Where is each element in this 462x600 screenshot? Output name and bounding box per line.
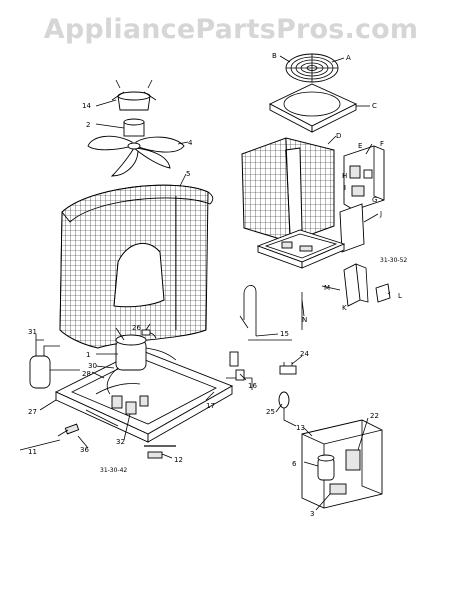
callout-2: 2 bbox=[86, 121, 90, 129]
callout-31: 31 bbox=[28, 328, 37, 336]
solenoid bbox=[278, 391, 297, 427]
callout-15: 15 bbox=[280, 330, 289, 338]
callout-6: 6 bbox=[292, 460, 297, 468]
callout-L: L bbox=[398, 292, 402, 300]
control-box bbox=[343, 145, 385, 211]
callout-G: G bbox=[372, 196, 377, 204]
fan-blade bbox=[87, 135, 185, 177]
callout-D: D bbox=[336, 132, 341, 140]
callout-H: H bbox=[342, 172, 347, 180]
leader-lines bbox=[19, 55, 391, 511]
callout-27: 27 bbox=[28, 408, 37, 416]
callout-11: 11 bbox=[28, 448, 37, 456]
mounting-bracket bbox=[343, 263, 369, 307]
condenser-coil bbox=[59, 184, 214, 349]
callout-K: K bbox=[342, 304, 347, 312]
compressor bbox=[106, 334, 177, 395]
callout-B: B bbox=[272, 52, 277, 60]
fan-hub bbox=[123, 118, 145, 137]
callout-E: E bbox=[358, 142, 362, 150]
callout-24: 24 bbox=[300, 350, 309, 358]
callout-36: 36 bbox=[80, 446, 89, 454]
reversing-valve bbox=[279, 362, 297, 375]
callout-1: 1 bbox=[86, 351, 90, 359]
callout-F: F bbox=[380, 140, 384, 148]
contactor bbox=[329, 449, 361, 495]
tube-fitting bbox=[144, 445, 176, 459]
top-panel bbox=[268, 83, 358, 133]
access-panel bbox=[339, 203, 365, 253]
outdoor-coil bbox=[241, 137, 335, 243]
sensor-assembly bbox=[226, 339, 292, 390]
callout-3: 3 bbox=[310, 510, 314, 518]
callout-25: 25 bbox=[266, 408, 275, 416]
callout-17: 17 bbox=[206, 402, 215, 410]
callout-14: 14 bbox=[82, 102, 91, 110]
cover-plate bbox=[375, 283, 391, 303]
callout-C: C bbox=[372, 102, 377, 110]
callout-26: 26 bbox=[132, 324, 141, 332]
base-tray bbox=[256, 229, 346, 269]
section-code-right: 31-30-52 bbox=[380, 257, 407, 264]
accumulator bbox=[29, 339, 80, 389]
callout-A: A bbox=[346, 54, 351, 62]
filter-drier bbox=[57, 423, 80, 437]
callout-4: 4 bbox=[188, 139, 193, 147]
callout-32: 32 bbox=[116, 438, 125, 446]
control-housing bbox=[301, 419, 383, 509]
callout-13: 13 bbox=[296, 424, 305, 432]
callout-M: M bbox=[324, 284, 330, 292]
callout-22: 22 bbox=[370, 412, 379, 420]
watermark: AppliancePartsPros.com bbox=[43, 14, 419, 45]
section-code-left: 31-30-42 bbox=[100, 467, 127, 474]
callout-28: 28 bbox=[82, 370, 91, 378]
callout-N: N bbox=[302, 316, 307, 324]
base-pan bbox=[54, 349, 234, 443]
callout-5: 5 bbox=[186, 170, 190, 178]
callout-12: 12 bbox=[174, 456, 183, 464]
capacitor bbox=[317, 454, 335, 481]
callout-J: J bbox=[379, 210, 382, 218]
callout-I: I bbox=[344, 184, 346, 192]
service-valves bbox=[85, 383, 149, 427]
refrigerant-tubing bbox=[239, 285, 303, 336]
fan-motor bbox=[111, 79, 157, 111]
callout-16: 16 bbox=[248, 382, 257, 390]
fan-guard-grille bbox=[285, 53, 339, 83]
callout-30: 30 bbox=[88, 362, 97, 370]
